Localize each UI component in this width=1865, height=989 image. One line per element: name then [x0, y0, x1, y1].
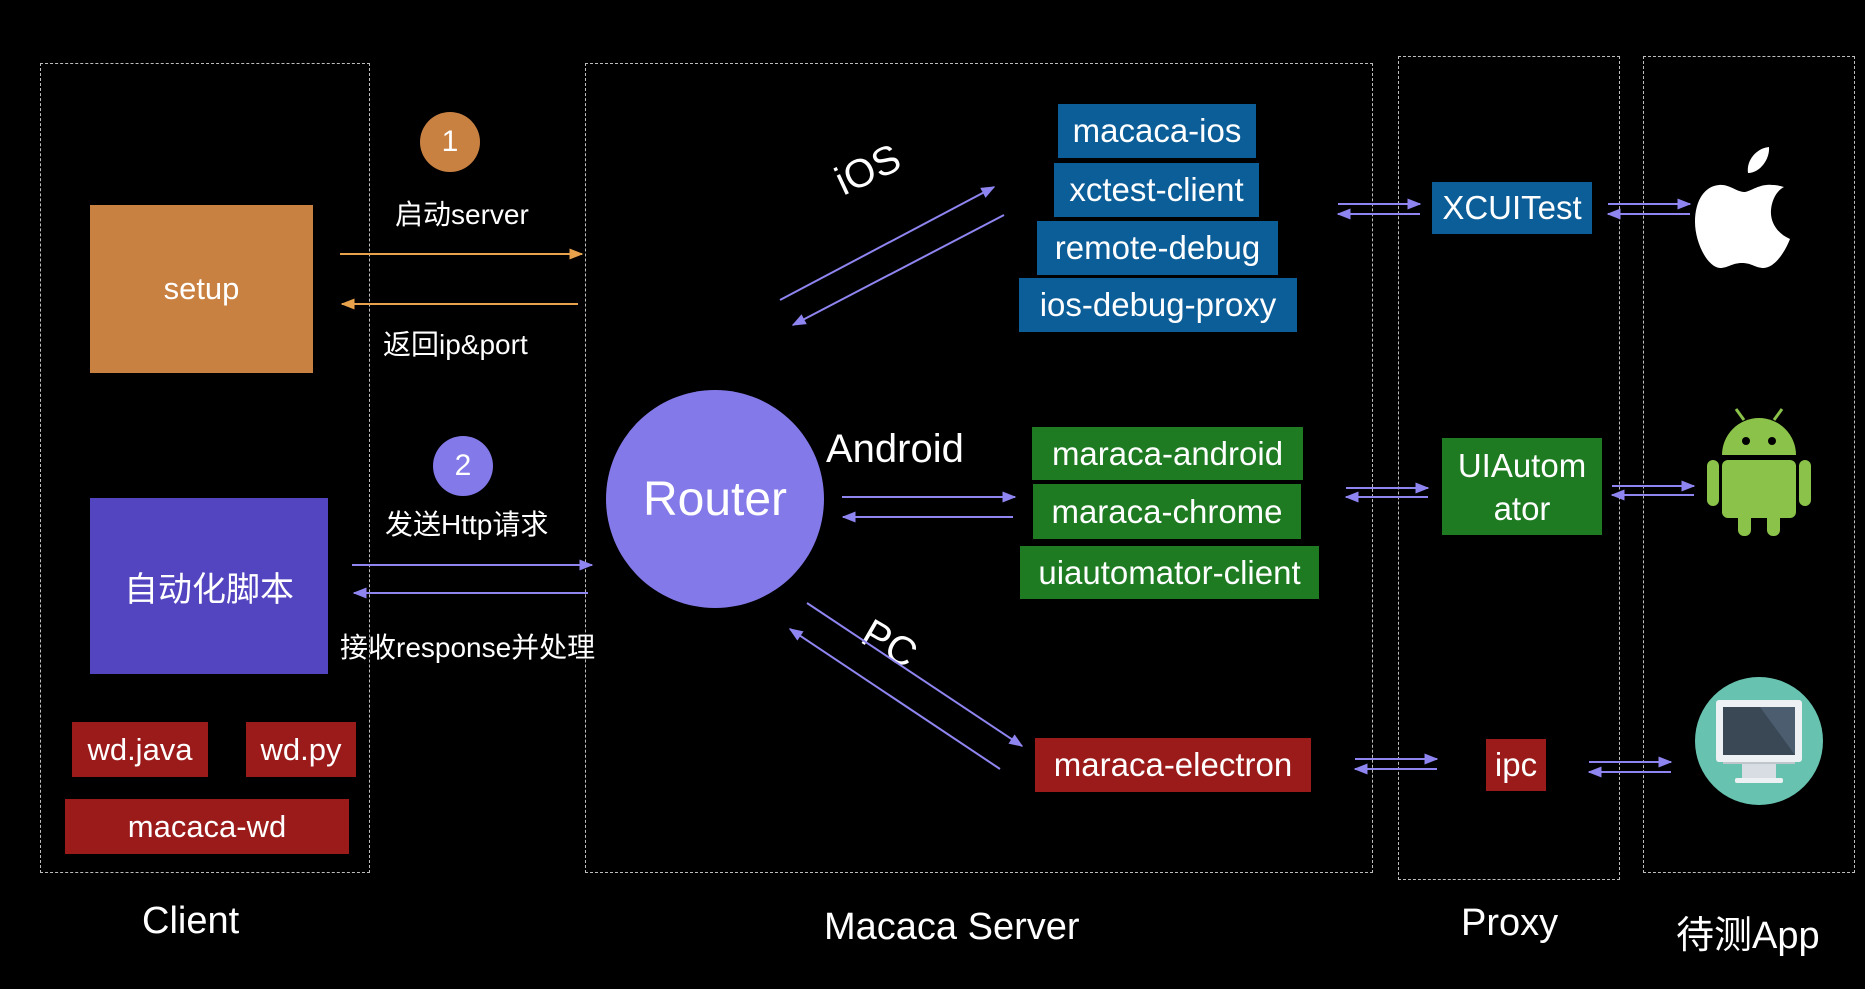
proxy-ipc: ipc: [1486, 739, 1546, 791]
step-1-return-label: 返回ip&port: [383, 329, 528, 360]
step-2-label: 发送Http请求: [385, 509, 549, 540]
desktop-monitor-icon: [1695, 677, 1823, 805]
android-module-uiautomator-client: uiautomator-client: [1020, 546, 1319, 599]
router-node: Router: [606, 390, 824, 608]
android-module-maraca-chrome: maraca-chrome: [1033, 484, 1301, 539]
android-module-maraca-android: maraca-android: [1032, 427, 1303, 480]
router-to-ios-arrow: [779, 186, 996, 301]
wd-java-box: wd.java: [72, 722, 208, 777]
ios-module-ios-debug-proxy: ios-debug-proxy: [1019, 278, 1297, 332]
app-region: [1643, 56, 1855, 873]
step-2-return-label: 接收response并处理: [340, 632, 596, 663]
wd-py-box: wd.py: [246, 722, 356, 777]
ios-module-xctest-client: xctest-client: [1054, 163, 1259, 217]
apple-logo-icon: [1695, 147, 1790, 268]
client-region: [40, 63, 370, 873]
server-region: [585, 63, 1373, 873]
android-branch-label: Android: [826, 427, 964, 471]
router-to-pc-arrow: [806, 602, 1024, 747]
android-robot-icon: [1707, 408, 1811, 536]
step-1-label: 启动server: [395, 199, 529, 230]
ios-to-router-arrow: [791, 214, 1005, 326]
step-1-badge: 1: [420, 112, 480, 172]
proxy-region: [1398, 56, 1620, 880]
macaca-wd-box: macaca-wd: [65, 799, 349, 854]
client-caption: Client: [142, 900, 240, 942]
proxy-uiautomator: UIAutom ator: [1442, 438, 1602, 535]
proxy-uiautomator-line-2: ator: [1493, 489, 1551, 527]
server-caption: Macaca Server: [824, 906, 1080, 948]
setup-box: setup: [90, 205, 313, 373]
ios-module-macaca-ios: macaca-ios: [1058, 104, 1256, 158]
automation-script-box: 自动化脚本: [90, 498, 328, 674]
proxy-xcuitest: XCUITest: [1432, 182, 1592, 234]
app-caption: 待测App: [1676, 915, 1820, 957]
proxy-uiautomator-line-1: UIAutom: [1457, 446, 1587, 484]
proxy-caption: Proxy: [1461, 902, 1559, 944]
step-2-badge: 2: [433, 436, 493, 496]
pc-module-maraca-electron: maraca-electron: [1035, 738, 1311, 792]
ios-module-remote-debug: remote-debug: [1037, 221, 1278, 275]
pc-to-router-arrow: [788, 628, 1001, 770]
